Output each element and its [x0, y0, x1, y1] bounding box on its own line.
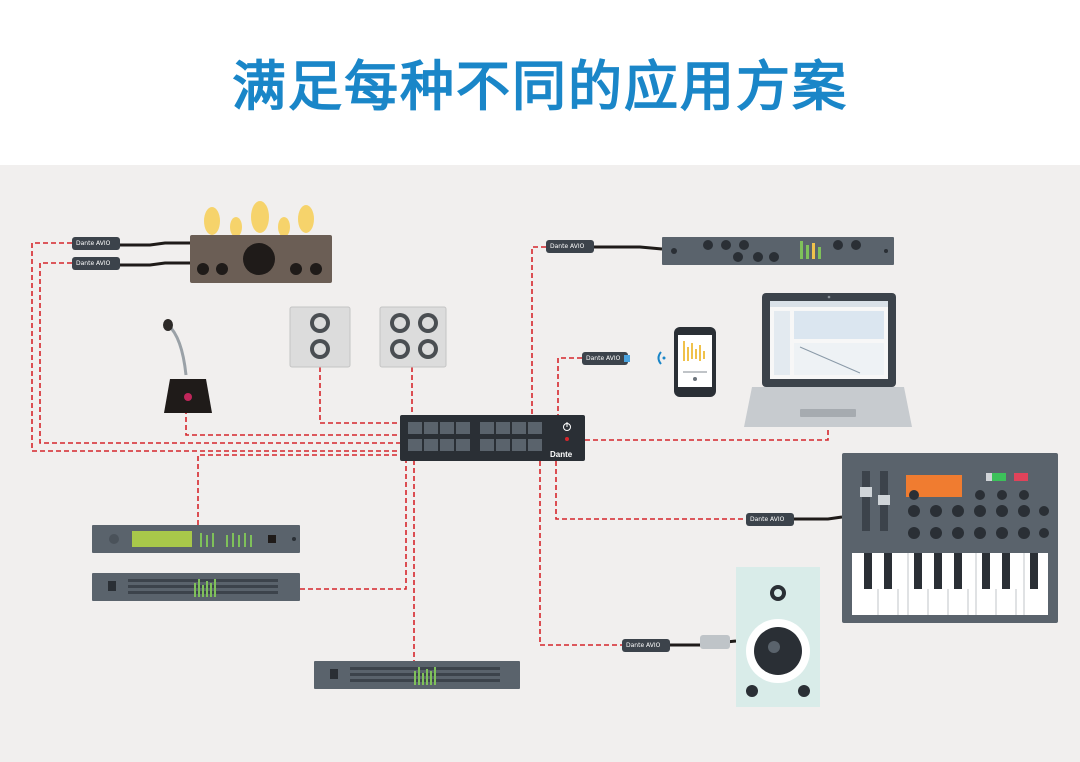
speaker-icon: Dante AVIO: [622, 567, 820, 707]
cable-speaker: [539, 461, 622, 646]
power-icon: [563, 422, 571, 441]
switch-brand: Dante: [550, 450, 573, 459]
diagram-canvas: Dante AVIO Dante AVIO: [31, 201, 1058, 707]
adapter-label: Dante AVIO: [76, 260, 111, 267]
avio-adapter-2: Dante AVIO: [72, 257, 190, 270]
adapter-label: Dante AVIO: [626, 642, 661, 649]
cable-laptop: [585, 427, 829, 441]
cable-tube-amp-2: [39, 262, 400, 444]
cable-wall-plate-2: [319, 367, 400, 424]
network-switch-icon: Dante: [400, 415, 585, 461]
adapter-label: Dante AVIO: [76, 240, 111, 247]
network-diagram: Dante AVIO Dante AVIO: [0, 165, 1080, 762]
adapter-label: Dante AVIO: [586, 355, 621, 362]
wall-plate-4-xlr-icon: [379, 306, 447, 368]
usb-avio-adapter: Dante AVIO: [582, 352, 630, 365]
wall-plate-2-xlr-icon: [289, 306, 351, 368]
cable-rack-unit-top: [531, 246, 546, 415]
avio-adapter-1: Dante AVIO: [72, 237, 190, 250]
tube-amplifier-icon: [190, 201, 332, 283]
cable-microphone: [185, 409, 400, 436]
page-title: 满足每种不同的应用方案: [232, 55, 848, 118]
bluetooth-icon: [657, 351, 666, 365]
rack-amplifier-icon: [92, 573, 300, 601]
network-cables: [31, 242, 829, 665]
adapter-label: Dante AVIO: [550, 243, 585, 250]
adapter-label: Dante AVIO: [750, 516, 785, 523]
gooseneck-microphone-icon: [163, 319, 212, 413]
laptop-icon: [744, 293, 912, 427]
cable-rack-amp-1: [300, 461, 407, 590]
smartphone-icon: [674, 327, 716, 397]
cable-tube-amp-1: [31, 242, 400, 452]
cable-usb-adapter: [557, 357, 582, 415]
cable-rack-processor: [197, 454, 400, 525]
header: 满足每种不同的应用方案: [0, 0, 1080, 165]
rack-amplifier-icon: [314, 661, 520, 689]
rack-interface-icon: Dante AVIO: [546, 237, 894, 265]
synthesizer-icon: Dante AVIO: [746, 453, 1058, 623]
cable-synthesizer: [555, 461, 746, 520]
rack-processor-icon: [92, 525, 300, 553]
